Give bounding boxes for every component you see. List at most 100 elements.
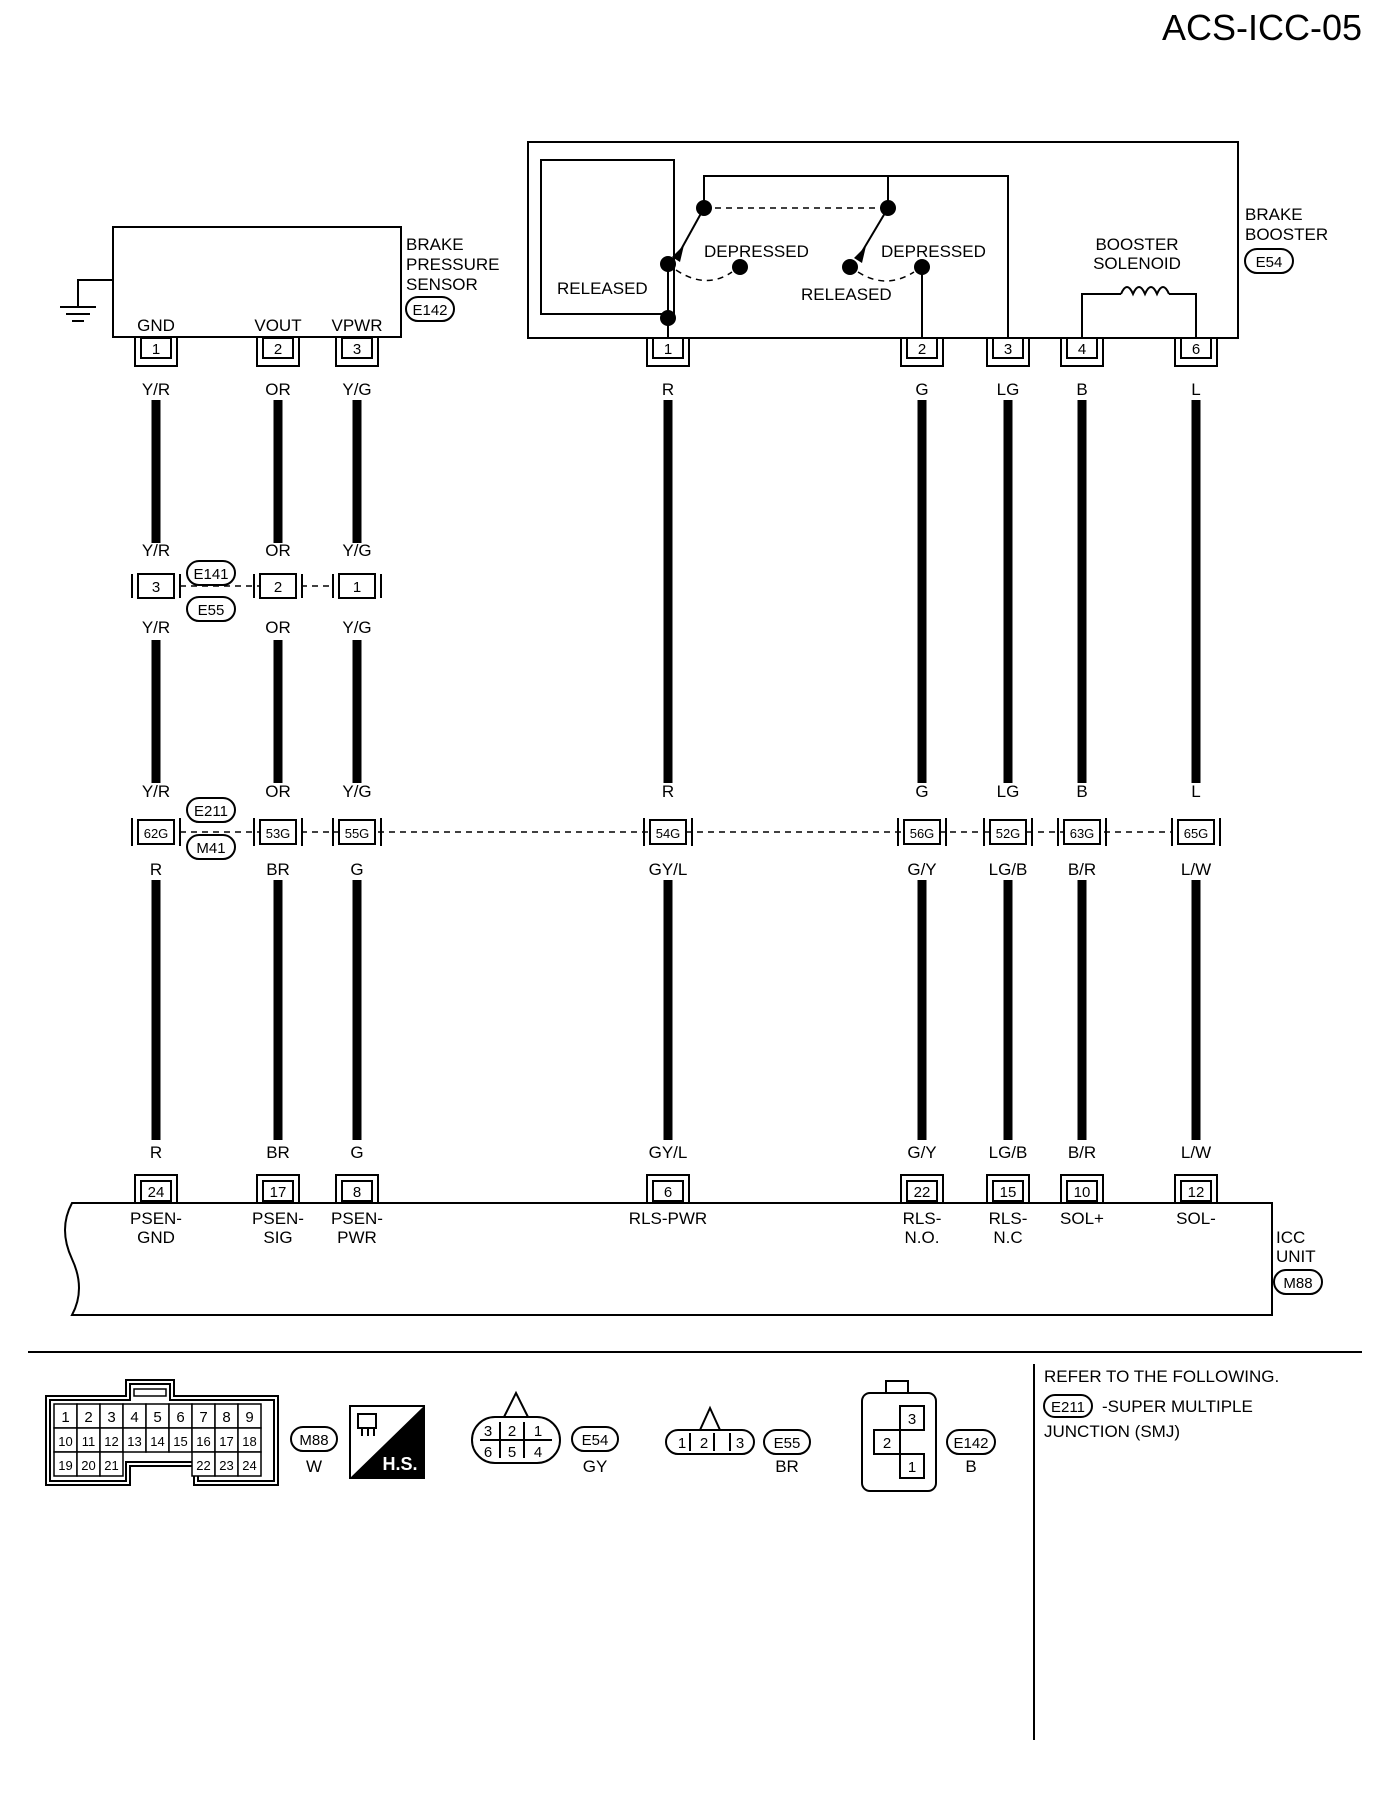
pin-number: 3 — [1004, 341, 1012, 358]
wire-color-top: Y/G — [342, 541, 371, 560]
m88-pin-label: 23 — [219, 1458, 233, 1473]
wire-color: R — [662, 380, 674, 399]
pin-number: 12 — [1188, 1184, 1205, 1201]
wire-color-bottom: Y/G — [342, 618, 371, 637]
wire-color-bottom: Y/R — [142, 618, 170, 637]
pin-number: 52G — [996, 826, 1021, 841]
wire-color: LG — [997, 380, 1020, 399]
terminal-label-1: PSEN- — [252, 1209, 304, 1228]
m88-pin-label: 5 — [153, 1409, 161, 1426]
m88-pin-label: 7 — [199, 1409, 207, 1426]
pin-number: 63G — [1070, 826, 1095, 841]
icc-pin-6: GY/L 6 RLS-PWR — [629, 1143, 707, 1228]
e142-pin: 2 — [883, 1435, 891, 1452]
pin-number: 6 — [664, 1184, 672, 1201]
joint-connector-e141-e55: Y/R 3 Y/R OR 2 OR Y/G 1 Y/G E141 E55 — [131, 541, 382, 637]
wire-color-top: G — [915, 782, 928, 801]
terminal-label-2: GND — [137, 1228, 175, 1247]
connector-id-m41: M41 — [196, 840, 225, 857]
e142-color: B — [965, 1457, 976, 1476]
wire-color-bottom: B/R — [1068, 860, 1096, 879]
joint-pin-3: Y/R 3 Y/R — [131, 541, 181, 637]
booster-switch-right-released: RELEASED — [801, 285, 892, 304]
terminal-label-1: RLS- — [903, 1209, 942, 1228]
pin-number: 54G — [656, 826, 681, 841]
wire-color: B — [1076, 380, 1087, 399]
pin-number: 53G — [266, 826, 291, 841]
wire-color: R — [150, 1143, 162, 1162]
wire-color: B/R — [1068, 1143, 1096, 1162]
m88-pin-label: 1 — [61, 1409, 69, 1426]
smj-pin-63g: B 63G B/R — [1057, 782, 1107, 879]
e142-pin: 3 — [908, 1411, 916, 1428]
e55-id: E55 — [774, 1435, 801, 1452]
smj-pin-62g: Y/R 62G R — [131, 782, 181, 879]
m88-pin-label: 13 — [127, 1434, 141, 1449]
wire-color: G — [350, 1143, 363, 1162]
e142-pin: 1 — [908, 1459, 916, 1476]
reference-notes: REFER TO THE FOLLOWING. E211 -SUPER MULT… — [1043, 1367, 1279, 1441]
wire-color-bottom: GY/L — [649, 860, 688, 879]
m88-pin-label: 18 — [242, 1434, 256, 1449]
notes-line3: JUNCTION (SMJ) — [1044, 1422, 1180, 1441]
wires — [151, 400, 1201, 1140]
booster-name-line1: BRAKE — [1245, 205, 1303, 224]
terminal-label-1: SOL- — [1176, 1209, 1216, 1228]
wire-color-bottom: G — [350, 860, 363, 879]
booster-pin-4: 4 B — [1060, 337, 1104, 399]
pin-number: 65G — [1184, 826, 1209, 841]
icc-connector-id: M88 — [1283, 1275, 1312, 1292]
m88-pin-label: 10 — [58, 1434, 72, 1449]
wire-color: GY/L — [649, 1143, 688, 1162]
pin-number: 2 — [918, 341, 926, 358]
wire-color-bottom: LG/B — [989, 860, 1028, 879]
icc-pin-22: G/Y 22 RLS- N.O. — [900, 1143, 944, 1247]
smj-pin-53g: OR 53G BR — [253, 782, 303, 879]
m88-pin-label: 24 — [242, 1458, 256, 1473]
e54-pin: 6 — [484, 1444, 492, 1461]
e54-color: GY — [583, 1457, 608, 1476]
e54-pin: 2 — [508, 1423, 516, 1440]
booster-switch-right-depressed: DEPRESSED — [881, 242, 986, 261]
e54-pin: 4 — [534, 1444, 542, 1461]
sensor-name-line1: BRAKE — [406, 235, 464, 254]
sensor-name-line2: PRESSURE — [406, 255, 500, 274]
pin-number: 1 — [152, 341, 160, 358]
m88-pin-label: 16 — [196, 1434, 210, 1449]
m88-pin-label: 12 — [104, 1434, 118, 1449]
joint-pin-1: Y/G 1 Y/G — [332, 541, 382, 637]
m88-pin-label: 20 — [81, 1458, 95, 1473]
sensor-pin-3: 3 Y/G — [335, 337, 379, 399]
pin-number: 10 — [1074, 1184, 1091, 1201]
sensor-pin-label-vout: VOUT — [254, 316, 301, 335]
e55-pin: 1 — [678, 1435, 686, 1452]
e142-id: E142 — [953, 1435, 988, 1452]
wire-color-top: L — [1191, 782, 1200, 801]
pin-number: 6 — [1192, 341, 1200, 358]
notes-ref-connector: E211 — [1051, 1399, 1085, 1416]
pin-number: 1 — [664, 341, 672, 358]
sensor-pin-1: 1 Y/R — [134, 337, 178, 399]
component-pins: 1 Y/R 2 OR 3 Y/G 1 R 2 G — [134, 337, 1218, 399]
m88-pin-label: 4 — [130, 1409, 138, 1426]
wire-color: G/Y — [907, 1143, 936, 1162]
icc-pin-12: L/W 12 SOL- — [1174, 1143, 1218, 1228]
terminal-label-1: RLS-PWR — [629, 1209, 707, 1228]
pin-number: 17 — [270, 1184, 287, 1201]
terminal-label-1: SOL+ — [1060, 1209, 1104, 1228]
booster-name-line2: BOOSTER — [1245, 225, 1328, 244]
wire-color-bottom: G/Y — [907, 860, 936, 879]
brake-booster: DEPRESSED RELEASED DEPRESSED RELEASED BO… — [527, 141, 1328, 339]
joint-pin-2: OR 2 OR — [253, 541, 303, 637]
wire-color-bottom: R — [150, 860, 162, 879]
icc-unit: R 24 PSEN- GND BR 17 PSEN- SIG G 8 PSEN-… — [64, 1143, 1323, 1316]
wire-color-top: Y/R — [142, 541, 170, 560]
icc-name-line1: ICC — [1276, 1228, 1305, 1247]
terminal-label-1: PSEN- — [331, 1209, 383, 1228]
smj-pin-52g: LG 52G LG/B — [983, 782, 1033, 879]
brake-pressure-sensor: BRAKE PRESSURE SENSOR E142 GND VOUT VPWR — [60, 226, 500, 338]
connector-view-e142: 3 2 1 E142 B — [861, 1380, 996, 1492]
pin-number: 62G — [144, 826, 169, 841]
wire-color-top: Y/G — [342, 782, 371, 801]
